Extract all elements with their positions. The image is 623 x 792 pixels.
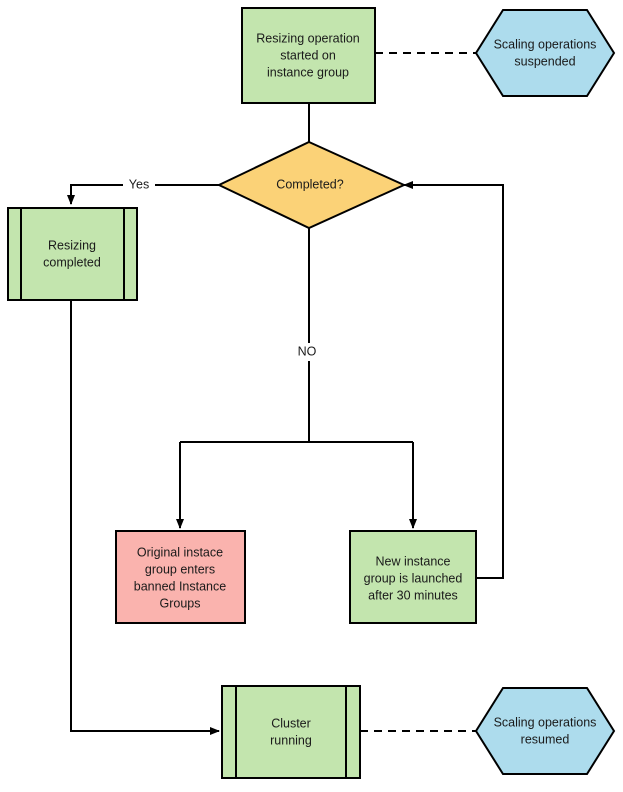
edge-label-no-backdrop: [292, 343, 322, 361]
completed-decision-diamond[interactable]: [216, 140, 407, 230]
scaling-resumed-label-line2: resumed: [521, 732, 570, 746]
new-instance-group-label-line2: group is launched: [364, 571, 463, 585]
cluster-running-label-line1: Cluster: [271, 716, 311, 730]
scaling-resumed-hexagon[interactable]: [474, 687, 616, 775]
new-instance-group-box[interactable]: [349, 530, 477, 624]
edge-label-yes-backdrop: [123, 176, 155, 194]
edge-decision-yes: [67, 184, 219, 205]
resizing-completed-label-line1: Resizing: [48, 238, 96, 252]
node-completed-decision[interactable]: Completed?: [216, 140, 407, 230]
new-instance-group-label-line3: after 30 minutes: [368, 588, 458, 602]
original-banned-label-line2: group enters: [145, 562, 215, 576]
node-original-banned[interactable]: Original instace group enters banned Ins…: [115, 530, 246, 624]
original-banned-label-line3: banned Instance: [134, 579, 226, 593]
cluster-running-label-line2: running: [270, 733, 312, 747]
edge-label-no-group: NO: [292, 343, 322, 361]
original-banned-label-line1: Original instace: [137, 545, 223, 559]
cluster-running-box[interactable]: [221, 685, 361, 779]
edge-label-yes-group: Yes: [123, 176, 155, 194]
scaling-suspended-label-line2: suspended: [514, 54, 575, 68]
resizing-completed-label-line2: completed: [43, 255, 101, 269]
original-banned-box[interactable]: [115, 530, 246, 624]
edge-label-yes: Yes: [129, 177, 149, 191]
new-instance-group-label-line1: New instance: [375, 554, 450, 568]
resizing-started-label-line3: instance group: [267, 65, 349, 79]
edge-label-no: NO: [298, 344, 317, 358]
node-new-instance-group[interactable]: New instance group is launched after 30 …: [349, 530, 477, 624]
node-resizing-completed[interactable]: Resizing completed: [7, 207, 138, 301]
scaling-suspended-label-line1: Scaling operations: [494, 37, 597, 51]
edge-new-group-to-decision: [403, 181, 504, 579]
node-cluster-running[interactable]: Cluster running: [221, 685, 361, 779]
scaling-resumed-label-line1: Scaling operations: [494, 715, 597, 729]
edge-completed-to-cluster: [70, 300, 220, 735]
resizing-started-label-line1: Resizing operation: [256, 31, 360, 45]
resizing-started-box[interactable]: [241, 7, 376, 104]
original-banned-label-line4: Groups: [160, 596, 201, 610]
resizing-completed-box[interactable]: [7, 207, 138, 301]
scaling-suspended-hexagon[interactable]: [474, 9, 616, 97]
node-resizing-started[interactable]: Resizing operation started on instance g…: [241, 7, 376, 104]
completed-decision-label: Completed?: [276, 177, 343, 191]
node-scaling-suspended[interactable]: Scaling operations suspended: [474, 9, 616, 97]
node-scaling-resumed[interactable]: Scaling operations resumed: [474, 687, 616, 775]
resizing-started-label-line2: started on: [280, 48, 336, 62]
